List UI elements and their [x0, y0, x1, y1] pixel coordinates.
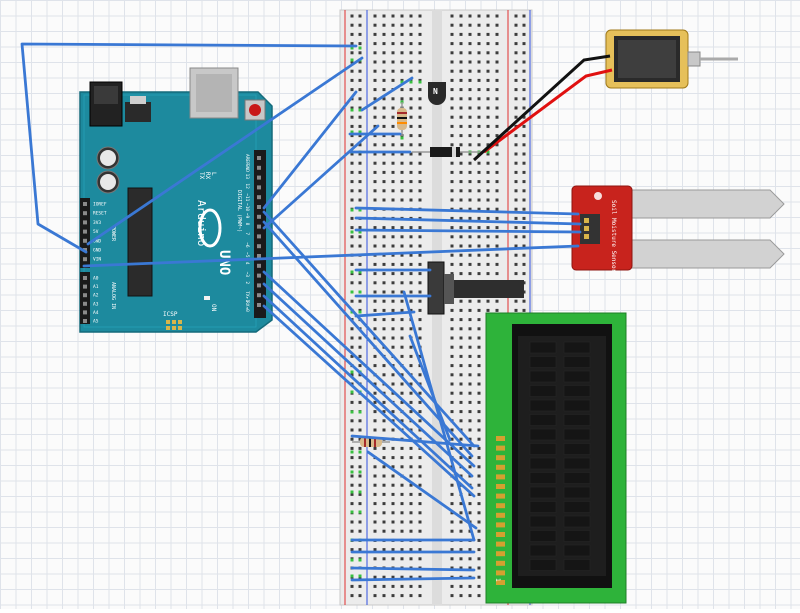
jumper-wire[interactable]	[82, 244, 580, 268]
jumper-wire[interactable]	[350, 576, 476, 582]
pin-label: ~5	[244, 252, 250, 258]
jumper-wire[interactable]	[354, 310, 416, 318]
section-power: POWER	[110, 226, 116, 242]
pin-label: GND	[244, 164, 250, 172]
pin-label: A0	[93, 276, 99, 282]
pin-label: 5V	[93, 229, 99, 235]
led-on	[204, 296, 210, 300]
pin-label: A2	[93, 293, 99, 299]
jumper-wire[interactable]	[262, 220, 474, 458]
icsp-label: ICSP	[163, 311, 178, 318]
jumper-wire[interactable]	[402, 290, 476, 542]
section-digital: DIGITAL (PWM~)	[236, 190, 242, 232]
pin-label: 3V3	[93, 220, 101, 226]
jumper-wire[interactable]	[408, 334, 452, 442]
jumper-wire[interactable]	[350, 566, 476, 572]
pin-label: A5	[93, 319, 99, 325]
pin-label: RX◂0	[244, 301, 250, 312]
jumper-wire[interactable]	[354, 216, 582, 226]
pin-label: ~10	[244, 203, 250, 211]
digital-header[interactable]	[254, 150, 266, 318]
soil-moisture-sensor[interactable]: Soil Moisture Sensor	[571, 185, 785, 273]
pin-label: ~3	[244, 272, 250, 278]
lcd-pin1-label: 1	[494, 578, 501, 582]
pin-label: ~6	[244, 242, 250, 248]
jumper-wire[interactable]	[20, 42, 358, 254]
on-label: ON	[210, 304, 217, 312]
section-analog: ANALOG IN	[110, 282, 116, 309]
pin-label: ~11	[244, 193, 250, 201]
arduino-model: UNO	[216, 250, 232, 275]
lcd-pin-header	[496, 436, 505, 585]
potentiometer[interactable]	[427, 261, 524, 315]
resistor-1[interactable]	[397, 102, 407, 136]
jumper-wire[interactable]	[86, 56, 364, 246]
jumper-wire[interactable]	[360, 76, 414, 112]
pin-label: 7	[244, 232, 250, 235]
soil-sensor-label: Soil Moisture Sensor	[610, 200, 617, 273]
blue-jumper-wires[interactable]	[20, 42, 582, 582]
pin-label: 12	[244, 183, 250, 189]
jumper-wire[interactable]	[366, 450, 478, 530]
jumper-wire[interactable]	[354, 206, 580, 216]
transistor-label: N	[433, 87, 438, 96]
pin-label: 8	[244, 223, 250, 226]
pin-label: RESET	[93, 211, 107, 217]
pin-label: GND	[93, 238, 101, 244]
pin-label: A1	[93, 284, 99, 290]
arduino-logo-text: Arduino	[195, 200, 208, 246]
resistor-2[interactable]	[352, 437, 390, 447]
jumper-wire[interactable]	[262, 304, 476, 498]
pin-label: ~9	[244, 213, 250, 219]
pin-label: IOREF	[93, 202, 107, 208]
arduino-uno-board[interactable]: Arduino UNO TX RX L ON ICSP AREFGND1312~…	[79, 67, 273, 333]
pin-label: A4	[93, 310, 99, 316]
pin-label: 13	[244, 174, 250, 180]
pin-label: 2	[244, 281, 250, 284]
pin-label: A3	[93, 301, 99, 307]
analog-header[interactable]	[80, 272, 90, 324]
pin-label: GND	[93, 248, 101, 254]
pin-label: 4	[244, 262, 250, 265]
tx-label: TX	[198, 172, 205, 180]
jumper-wire[interactable]	[350, 434, 480, 448]
jumper-wire[interactable]	[262, 294, 474, 490]
diode[interactable]	[412, 147, 482, 157]
lcd-character-cells	[529, 341, 591, 571]
arduino-logo-icon	[198, 208, 222, 248]
solenoid-wires[interactable]	[472, 54, 613, 162]
header-labels: AREFGND1312~11~10~987~6~54~32TX▸1RX◂0IOR…	[93, 154, 250, 325]
jumper-wire[interactable]	[262, 90, 358, 210]
pin-label: TX▸1	[244, 291, 250, 302]
atmega-chip	[127, 187, 153, 297]
l-label: L	[210, 172, 217, 176]
rx-label: RX	[204, 172, 211, 180]
pin-label: AREF	[244, 154, 250, 165]
jumper-wire[interactable]	[262, 210, 476, 448]
icsp-header	[166, 320, 182, 330]
jumper-wire[interactable]	[262, 270, 476, 468]
solenoid[interactable]	[605, 29, 738, 89]
lcd-display-16x2[interactable]: 1	[485, 312, 627, 604]
jumper-wire[interactable]	[262, 124, 380, 230]
jumper-wire[interactable]	[354, 228, 582, 234]
pin-label: VIN	[93, 257, 101, 263]
npn-transistor[interactable]: N	[428, 82, 446, 105]
